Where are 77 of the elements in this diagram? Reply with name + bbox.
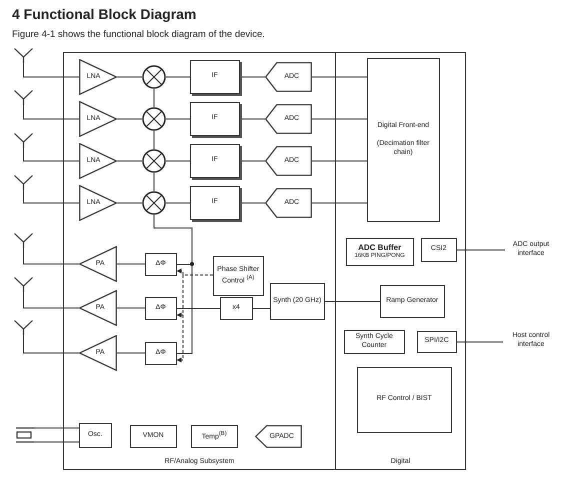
amplifier-symbol (78, 290, 117, 326)
function-block (356, 366, 452, 433)
signal-line (166, 202, 190, 204)
section-title: 4 Functional Block Diagram (12, 6, 196, 22)
signal-line (252, 308, 270, 309)
function-block (144, 342, 177, 365)
signal-line (23, 248, 80, 264)
antenna-icon (14, 90, 33, 105)
signal-line (34, 428, 80, 442)
signal-line (23, 292, 80, 308)
amplifier-symbol (78, 142, 117, 179)
signal-line (166, 160, 190, 162)
signal-line (324, 301, 380, 302)
amplifier-symbol (78, 184, 117, 221)
subsystem-panel (63, 52, 336, 470)
antenna-icon (14, 320, 33, 335)
mixer-symbol (142, 106, 166, 131)
signal-line (240, 76, 266, 78)
function-block (144, 296, 177, 320)
signal-line (312, 76, 368, 78)
function-block (344, 330, 405, 354)
signal-line (240, 118, 266, 120)
signal-line (166, 118, 190, 120)
signal-line (176, 308, 220, 354)
amplifier-symbol (78, 100, 117, 137)
signal-line (23, 190, 80, 204)
signal-line (23, 334, 80, 354)
block-label: ADC Buffer (358, 242, 402, 252)
mixer-symbol (142, 64, 166, 89)
converter-symbol (264, 62, 312, 92)
function-block (366, 58, 440, 222)
function-block (270, 282, 325, 320)
antenna-icon (14, 48, 33, 63)
amplifier-symbol (78, 246, 117, 282)
function-block (130, 424, 177, 448)
function-block (78, 422, 112, 448)
function-block (212, 256, 264, 296)
converter-symbol (264, 188, 312, 218)
amplifier-symbol (78, 58, 117, 95)
caption-text: Figure 4-1 shows the functional block diagram of the device. (12, 29, 265, 40)
function-block (380, 284, 445, 318)
signal-line (23, 148, 80, 162)
signal-line (116, 76, 142, 78)
signal-line (240, 202, 266, 204)
arrow (176, 274, 214, 362)
amplifier-symbol (78, 334, 117, 371)
function-block (416, 330, 457, 353)
function-block (190, 186, 240, 220)
signal-line (312, 202, 368, 204)
signal-line (116, 160, 142, 162)
converter-symbol (254, 424, 302, 448)
function-block (144, 252, 177, 276)
function-block (420, 238, 457, 262)
signal-line (116, 352, 146, 354)
antenna-icon (14, 233, 33, 248)
signal-line (166, 76, 190, 78)
mixer-symbol (142, 148, 166, 173)
antenna-icon (14, 277, 33, 292)
converter-symbol (264, 104, 312, 134)
signal-line (23, 104, 80, 120)
signal-line (23, 62, 80, 78)
function-block (190, 60, 240, 94)
mixer-symbol (142, 190, 166, 215)
function-block (346, 238, 414, 266)
subsystem-panel (335, 52, 466, 470)
function-block (190, 102, 240, 136)
function-block (190, 144, 240, 178)
converter-symbol (264, 146, 312, 176)
antenna-icon (14, 175, 33, 190)
signal-line (116, 202, 142, 204)
signal-line (240, 160, 266, 162)
function-block (220, 296, 253, 320)
antenna-icon (14, 133, 33, 148)
signal-line (312, 160, 368, 162)
function-block (190, 424, 238, 448)
signal-line (116, 118, 142, 120)
signal-line (312, 118, 368, 120)
